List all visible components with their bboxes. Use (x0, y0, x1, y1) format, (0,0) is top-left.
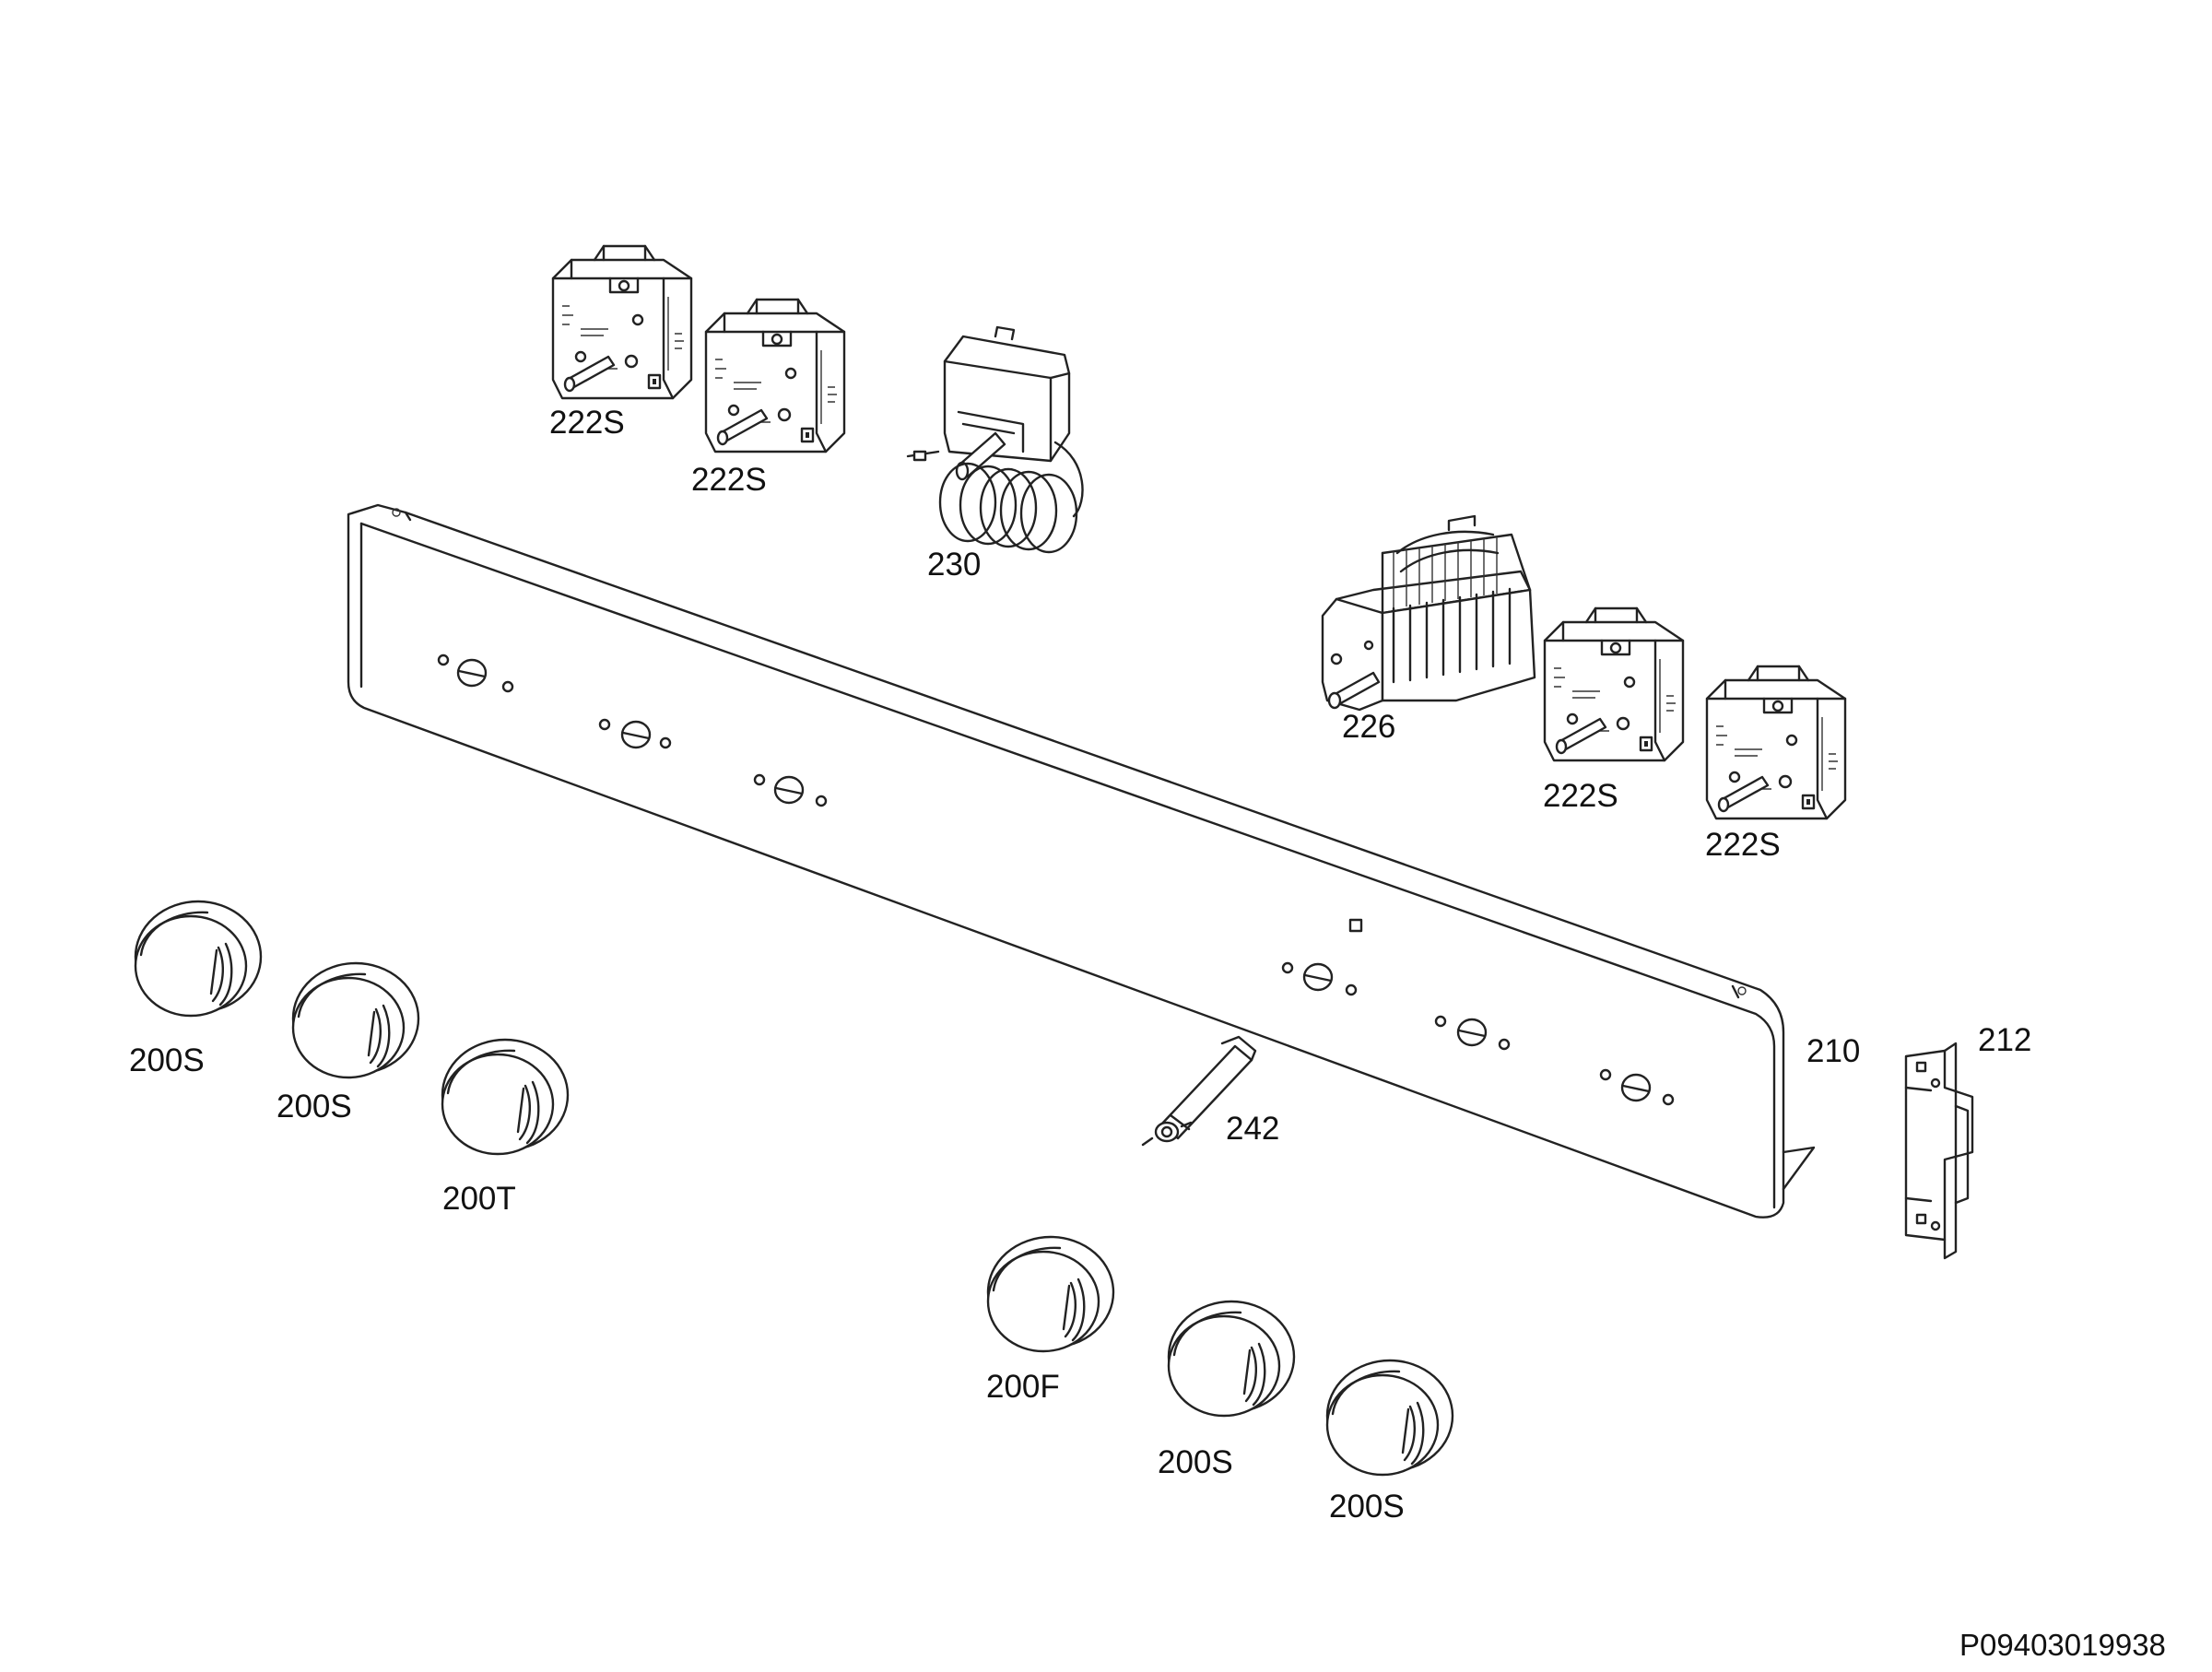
oven-thermostat (906, 325, 1084, 554)
panel-hole-6 (1599, 1068, 1675, 1106)
signal-lamp (1141, 1035, 1257, 1147)
label-200f: 200F (986, 1369, 1060, 1405)
label-200s-1: 200S (129, 1042, 205, 1078)
label-226: 226 (1342, 709, 1395, 745)
control-panel (347, 503, 1816, 1219)
label-200s-3: 200S (1158, 1444, 1233, 1480)
document-number: P09403019938 (1959, 1628, 2166, 1662)
label-200s-2: 200S (276, 1089, 352, 1124)
control-knob-3 (441, 1038, 570, 1156)
label-210: 210 (1806, 1033, 1860, 1069)
control-knob-2 (291, 961, 420, 1079)
label-212: 212 (1978, 1022, 2031, 1058)
panel-hole-4 (1281, 961, 1358, 996)
panel-hole-5 (1434, 1015, 1511, 1051)
label-200s-4: 200S (1329, 1489, 1405, 1525)
oven-function-selector (1321, 514, 1536, 712)
energy-regulator-switch-c (1543, 606, 1685, 762)
energy-regulator-switch-a (551, 244, 693, 400)
energy-regulator-switch-d (1705, 665, 1847, 820)
energy-regulator-switch-b (704, 298, 846, 453)
panel-hole-1 (437, 653, 514, 693)
control-knob-5 (1167, 1300, 1296, 1418)
label-222s-b: 222S (691, 462, 767, 498)
label-230: 230 (927, 547, 981, 583)
label-222s-a: 222S (549, 405, 625, 441)
label-222s-c: 222S (1543, 778, 1618, 814)
control-knob-1 (134, 900, 263, 1018)
label-222s-d: 222S (1705, 827, 1781, 863)
label-242: 242 (1226, 1111, 1279, 1147)
control-knob-4 (986, 1235, 1115, 1353)
panel-hole-2 (598, 718, 672, 749)
control-knob-6 (1325, 1359, 1454, 1477)
mounting-bracket (1904, 1042, 1974, 1260)
panel-hole-3 (753, 773, 828, 807)
label-200t: 200T (442, 1181, 516, 1217)
